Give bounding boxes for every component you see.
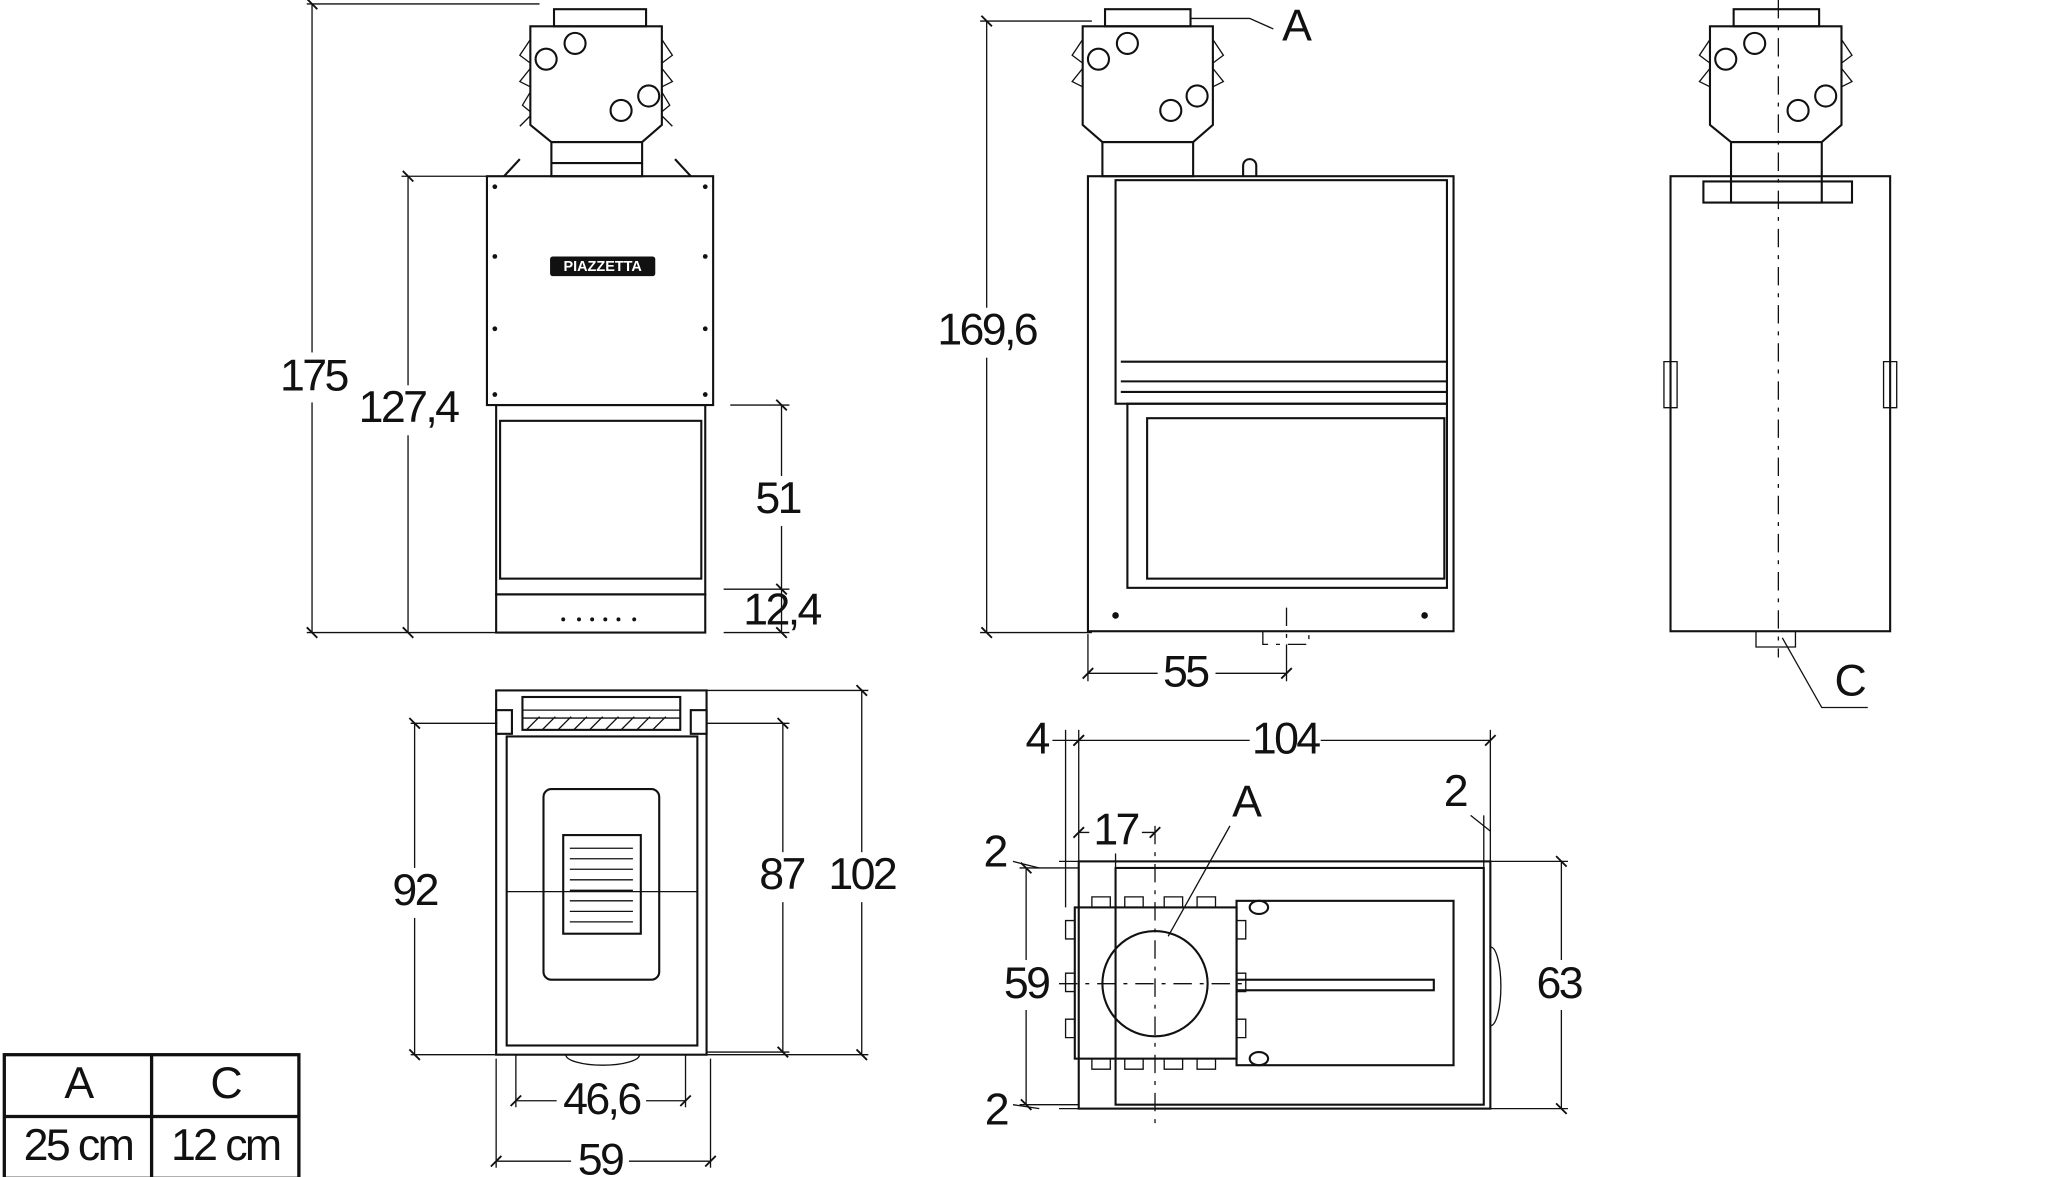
base-dots [561, 617, 637, 622]
firebox-glass [499, 419, 703, 580]
dim-59-left: 59 [578, 1135, 623, 1177]
callout-c: C [1781, 637, 1868, 709]
dim-59-right: 59 [1004, 959, 1049, 1008]
dim-total-height: 175 [280, 352, 347, 401]
dim-92: 92 [392, 866, 437, 915]
dim-4: 4 [1026, 715, 1050, 764]
piazzetta-logo: PIAZZETTA [550, 256, 656, 277]
rear-body [1669, 175, 1892, 633]
dim-2-right: 2 [1444, 767, 1467, 816]
front-view: PIAZZETTA 175 127,4 51 12,4 [276, 0, 824, 639]
base-panel [495, 593, 707, 634]
dim-46-6: 46,6 [563, 1075, 640, 1124]
plan-right-dimensions: 4 104 2 17 2 59 63 2 [983, 715, 1588, 1134]
front-dimensions: 175 127,4 51 12,4 [276, 0, 824, 639]
dim-102: 102 [828, 850, 895, 899]
side-view: A 169,6 55 [934, 2, 1455, 699]
table-header-c: C [210, 1059, 241, 1108]
side-glass [1146, 417, 1446, 580]
dim-side-depth: 55 [1163, 647, 1208, 696]
body-panel [485, 175, 715, 407]
logo-text: PIAZZETTA [563, 259, 642, 275]
rear-view: C [1663, 0, 1898, 709]
callout-a-plan: A [1167, 778, 1265, 937]
callout-a-side: A [1190, 2, 1315, 51]
plan-view-right: A 4 104 2 17 2 59 63 2 [983, 715, 1588, 1134]
callout-a-plan-label: A [1232, 778, 1262, 827]
table-header-a: A [64, 1059, 94, 1108]
legend-table: A C 25 cm 12 cm [2, 1053, 301, 1177]
dim-17: 17 [1093, 805, 1138, 854]
callout-a-label: A [1282, 2, 1312, 51]
body-screws [492, 184, 708, 397]
side-hopper [1071, 8, 1258, 178]
plan-left-dimensions: 92 87 102 46,6 59 [389, 684, 898, 1177]
dim-body-height: 127,4 [359, 383, 459, 432]
dim-firebox-height: 51 [755, 474, 800, 523]
side-firebox [1126, 402, 1449, 589]
dim-104: 104 [1252, 715, 1320, 764]
dim-2-bottom: 2 [985, 1085, 1008, 1134]
table-value-a: 25 cm [24, 1121, 133, 1170]
callout-c-label: C [1835, 657, 1866, 706]
side-upper-panel [1114, 179, 1449, 405]
side-body [1086, 175, 1455, 633]
dim-side-height: 169,6 [937, 306, 1036, 355]
side-dimensions: 169,6 55 [934, 15, 1293, 699]
dim-2-top: 2 [983, 828, 1006, 877]
dim-87: 87 [759, 850, 804, 899]
dim-base-height: 12,4 [743, 586, 821, 635]
plan-view-left: 92 87 102 46,6 59 [389, 684, 898, 1177]
firebox [495, 403, 707, 596]
dim-63: 63 [1537, 959, 1582, 1008]
pellet-hopper [503, 8, 692, 178]
table-value-c: 12 cm [171, 1121, 280, 1170]
